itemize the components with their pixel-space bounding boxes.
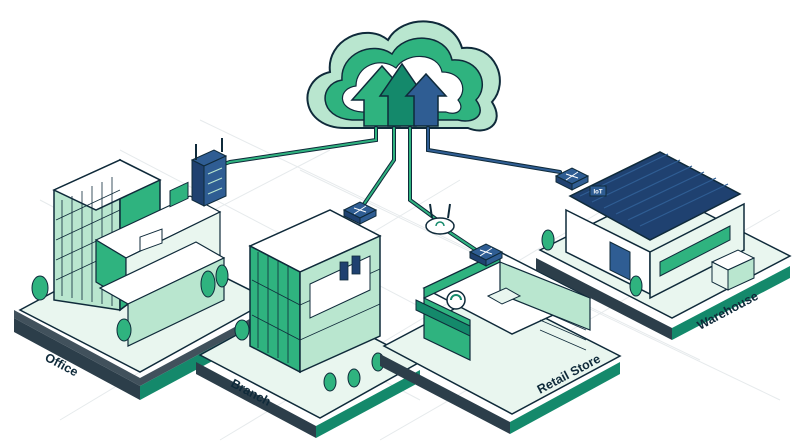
branch-site — [196, 201, 422, 438]
warehouse-site: IoT — [536, 151, 792, 340]
upload-arrows-icon — [350, 62, 448, 127]
wifi-access-point-icon — [425, 203, 455, 235]
office-site — [14, 138, 272, 400]
switch-icon — [342, 201, 378, 225]
retail-site — [380, 203, 622, 434]
switch-icon — [554, 167, 590, 191]
router-icon — [190, 138, 228, 207]
network-links — [210, 126, 562, 256]
iot-badge: IoT — [589, 185, 607, 197]
switch-icon — [468, 243, 504, 267]
iot-badge-label: IoT — [594, 190, 603, 196]
